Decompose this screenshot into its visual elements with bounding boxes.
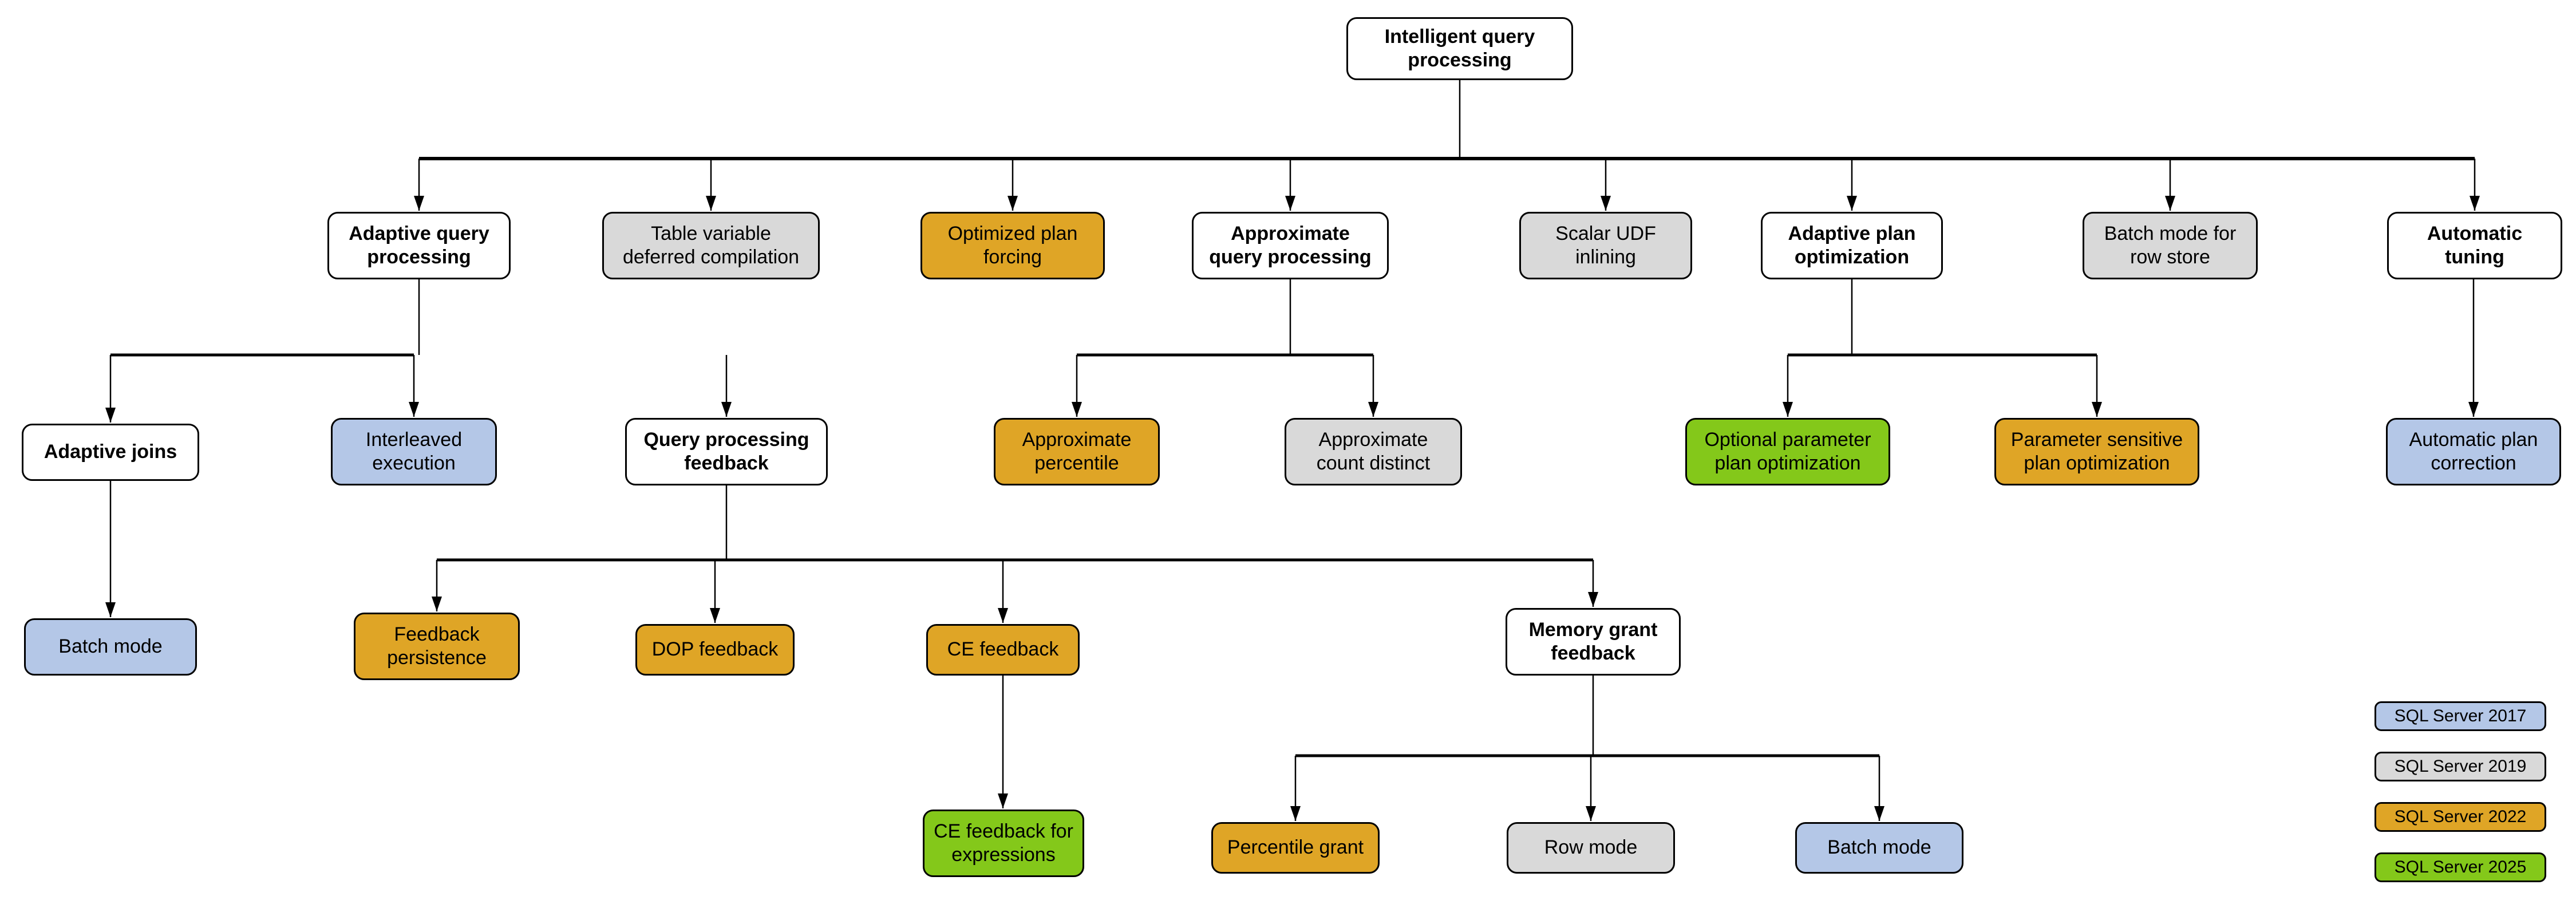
approximate-query-processing-children-arrow-0 [1072,402,1082,417]
node-label: Memory grant feedback [1528,618,1658,664]
node-ce-feedback[interactable]: CE feedback [926,624,1080,676]
node-label: Optimized plan forcing [947,222,1078,268]
node-label: Query processing feedback [643,428,809,474]
node-batch-mode-memory-grant[interactable]: Batch mode [1795,822,1963,874]
adaptive-query-processing-children-arrow-0 [105,408,116,423]
node-label: Table variable deferred compilation [622,222,800,268]
adaptive-query-processing-children-arrow-1 [409,402,419,417]
query-processing-feedback-children-arrow-0 [432,597,442,611]
node-root[interactable]: Intelligent query processing [1346,17,1573,80]
legend-item-sql-server-2017: SQL Server 2017 [2374,701,2546,731]
adaptive-query-processing-children-arrow-2 [721,402,732,417]
node-optimized-plan-forcing[interactable]: Optimized plan forcing [920,212,1105,279]
memory-grant-feedback-children-arrow-1 [1586,806,1596,821]
node-automatic-plan-correction[interactable]: Automatic plan correction [2386,418,2561,485]
node-batch-mode-adaptive-joins[interactable]: Batch mode [24,618,197,676]
arrow-head-row2-0 [414,196,424,211]
adaptive-joins-children-arrow-0 [105,602,116,617]
legend-item-sql-server-2019: SQL Server 2019 [2374,752,2546,781]
legend-item-label: SQL Server 2019 [2394,757,2527,776]
node-adaptive-plan-optimization[interactable]: Adaptive plan optimization [1761,212,1943,279]
node-label: Interleaved execution [365,428,463,474]
node-adaptive-joins[interactable]: Adaptive joins [22,424,199,481]
node-label: Row mode [1544,836,1638,859]
node-approximate-percentile[interactable]: Approximate percentile [994,418,1160,485]
query-processing-feedback-children-arrow-1 [710,608,720,623]
legend-item-label: SQL Server 2025 [2394,858,2527,876]
node-scalar-udf-inlining[interactable]: Scalar UDF inlining [1519,212,1692,279]
node-ce-feedback-for-expressions[interactable]: CE feedback for expressions [923,810,1084,877]
node-label: Percentile grant [1227,836,1364,859]
node-label: Approximate query processing [1209,222,1372,268]
approximate-query-processing-children-arrow-1 [1368,402,1378,417]
node-feedback-persistence[interactable]: Feedback persistence [354,613,520,680]
node-label: Parameter sensitive plan optimization [2010,428,2183,474]
arrow-head-row2-7 [2470,196,2480,211]
memory-grant-feedback-children-arrow-2 [1874,806,1884,821]
legend-item-label: SQL Server 2022 [2394,807,2527,826]
arrow-head-row2-2 [1008,196,1018,211]
node-label: Automatic plan correction [2409,428,2538,474]
node-row-mode[interactable]: Row mode [1507,822,1675,874]
automatic-tuning-children-arrow-0 [2468,402,2479,417]
node-label: Batch mode [58,635,163,658]
arrow-head-row2-4 [1601,196,1611,211]
node-label: Intelligent query processing [1384,25,1535,71]
node-label: Approximate percentile [1022,428,1132,474]
arrow-head-row2-1 [706,196,716,211]
node-label: Adaptive joins [44,441,177,463]
ce-feedback-children-arrow-0 [998,793,1008,808]
node-label: Adaptive plan optimization [1788,222,1916,268]
node-label: Optional parameter plan optimization [1704,428,1871,474]
memory-grant-feedback-children-arrow-0 [1290,806,1301,821]
node-memory-grant-feedback[interactable]: Memory grant feedback [1506,608,1681,676]
node-query-processing-feedback[interactable]: Query processing feedback [625,418,828,485]
node-label: CE feedback for expressions [934,820,1073,866]
node-label: Approximate count distinct [1316,428,1431,474]
node-label: Feedback persistence [387,623,487,669]
arrow-head-row2-6 [2165,196,2175,211]
node-label: Batch mode [1827,836,1931,859]
node-label: Automatic tuning [2427,222,2523,268]
node-label: Batch mode for row store [2104,222,2237,268]
node-approximate-count-distinct[interactable]: Approximate count distinct [1285,418,1462,485]
query-processing-feedback-children-arrow-2 [998,608,1008,623]
node-dop-feedback[interactable]: DOP feedback [635,624,795,676]
node-label: Adaptive query processing [349,222,489,268]
node-automatic-tuning[interactable]: Automatic tuning [2387,212,2562,279]
legend-item-sql-server-2022: SQL Server 2022 [2374,802,2546,832]
legend-item-sql-server-2025: SQL Server 2025 [2374,852,2546,882]
node-interleaved-execution[interactable]: Interleaved execution [331,418,497,485]
legend-item-label: SQL Server 2017 [2394,706,2527,725]
node-label: Scalar UDF inlining [1555,222,1656,268]
node-parameter-sensitive-plan-optimization[interactable]: Parameter sensitive plan optimization [1994,418,2199,485]
node-approximate-query-processing[interactable]: Approximate query processing [1192,212,1389,279]
node-label: DOP feedback [651,638,779,661]
node-optional-parameter-plan-optimization[interactable]: Optional parameter plan optimization [1685,418,1890,485]
query-processing-feedback-children-arrow-3 [1588,592,1598,607]
node-batch-mode-for-row-store[interactable]: Batch mode for row store [2083,212,2258,279]
node-table-variable-deferred-compilation[interactable]: Table variable deferred compilation [602,212,820,279]
node-percentile-grant[interactable]: Percentile grant [1211,822,1380,874]
arrow-head-row2-5 [1847,196,1857,211]
node-label: CE feedback [947,638,1059,661]
adaptive-plan-optimization-children-arrow-1 [2092,402,2102,417]
node-adaptive-query-processing[interactable]: Adaptive query processing [327,212,511,279]
adaptive-plan-optimization-children-arrow-0 [1783,402,1793,417]
arrow-head-row2-3 [1285,196,1295,211]
